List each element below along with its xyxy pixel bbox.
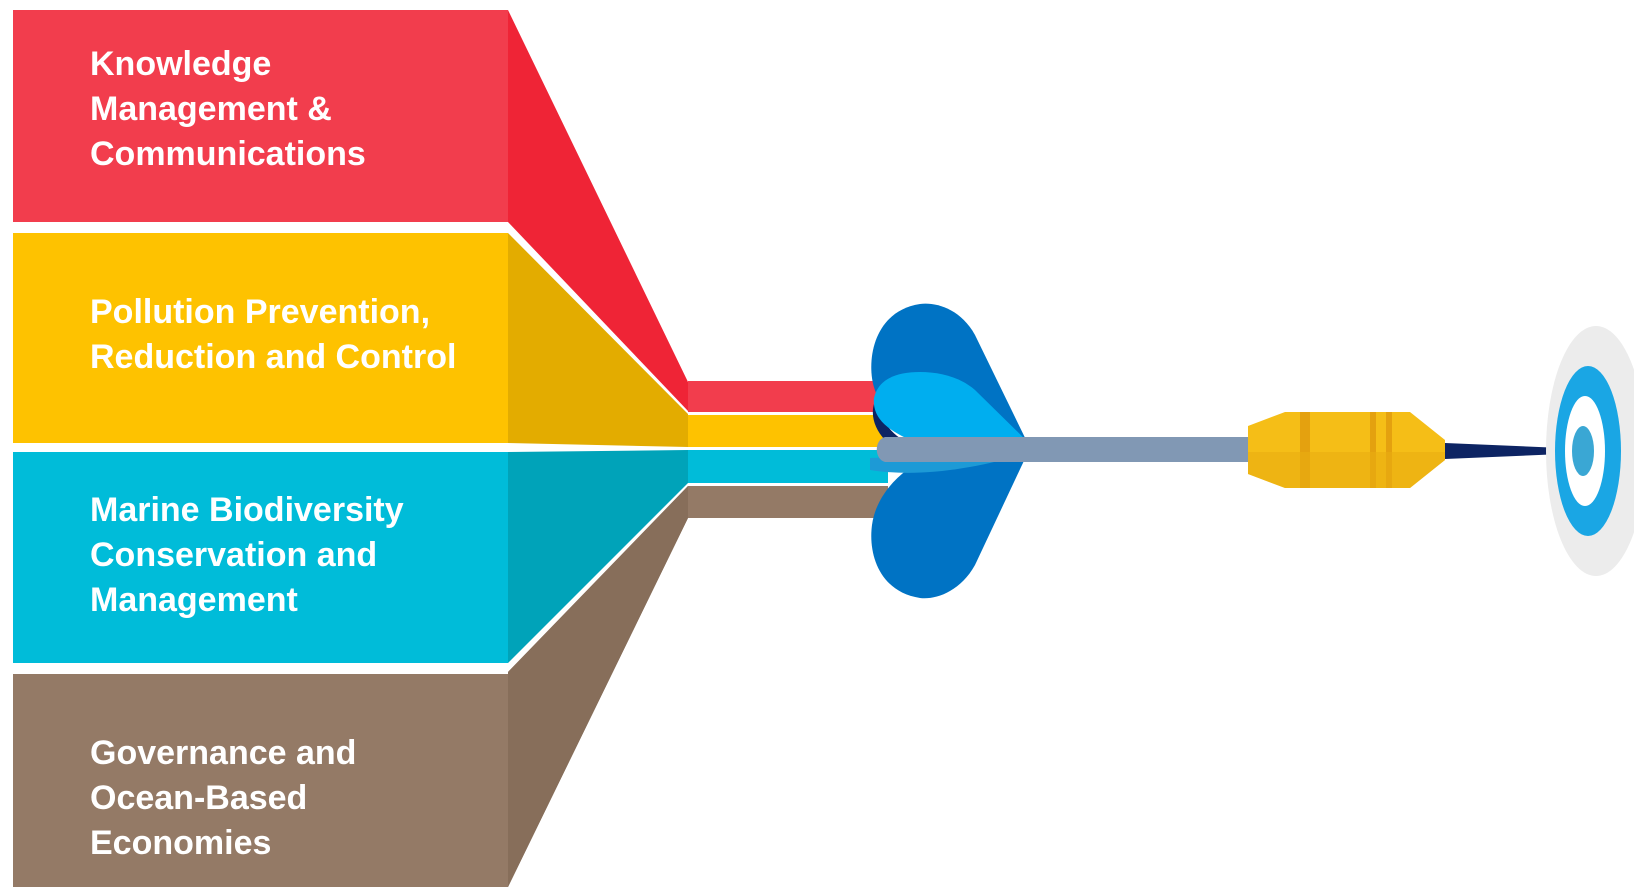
governance-funnel-edge	[508, 486, 688, 887]
dart-barrel-grip-3	[1386, 412, 1392, 488]
biodiversity-funnel-shade	[508, 450, 688, 663]
dart-shaft	[885, 437, 1250, 462]
biodiversity-ribbon	[688, 450, 888, 483]
pollution-label: Pollution Prevention, Reduction and Cont…	[90, 293, 457, 376]
knowledge-label: Knowledge Management & Communications	[90, 45, 366, 173]
pollution-funnel-shade	[508, 233, 688, 447]
dart-shaft-cap	[876, 437, 885, 462]
dart-icon	[870, 303, 1575, 599]
biodiversity-block	[13, 452, 508, 663]
dart-lower-flight	[871, 448, 1030, 599]
governance-ribbon	[688, 486, 888, 518]
dart-barrel-grip-2	[1370, 412, 1376, 488]
target-icon	[1546, 326, 1634, 576]
dart-middle-flight	[873, 372, 1032, 448]
dart-barrel-grip-1	[1300, 412, 1310, 488]
pollution-block	[13, 233, 508, 443]
pollution-ribbon	[688, 415, 888, 447]
dart-tip	[1445, 443, 1575, 459]
governance-block	[13, 674, 508, 887]
knowledge-ribbon	[688, 381, 888, 412]
governance-label: Governance and Ocean-Based Economies	[90, 734, 357, 862]
biodiversity-label: Marine Biodiversity Conservation and Man…	[90, 491, 404, 619]
dart-barrel-shade	[1248, 452, 1445, 488]
dart-upper-flight-dark	[872, 392, 900, 440]
knowledge-block	[13, 10, 508, 222]
target-bullseye	[1572, 426, 1594, 476]
knowledge-funnel-shade	[508, 10, 688, 411]
